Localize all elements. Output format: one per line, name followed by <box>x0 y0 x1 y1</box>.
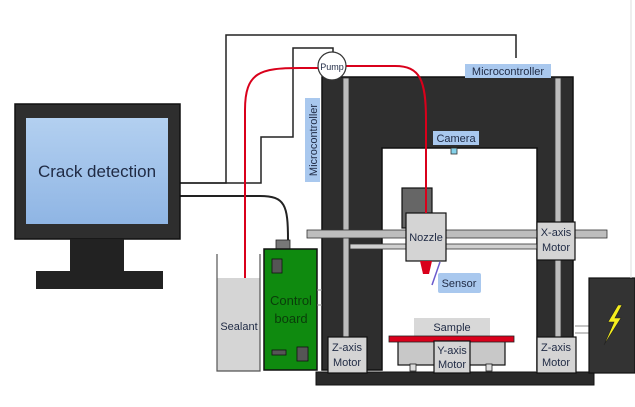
cable-monitor-to-control-board <box>180 195 289 241</box>
y-axis-motor-line2: Motor <box>438 359 466 371</box>
sealant-tube <box>244 65 427 278</box>
pump-label: Pump <box>320 62 344 72</box>
control-board-line2: board <box>274 311 307 326</box>
power-supply <box>575 277 635 374</box>
z-rod-left <box>342 77 350 371</box>
x-axis-motor-line2: Motor <box>542 242 570 254</box>
z-axis-motor-left: Z-axis Motor <box>327 336 368 374</box>
nozzle-label: Nozzle <box>409 232 443 244</box>
z-axis-motor-right-line1: Z-axis <box>541 342 571 354</box>
microcontroller-top: Microcontroller <box>465 64 551 78</box>
camera-icon <box>450 147 458 155</box>
monitor-label: Crack detection <box>38 162 156 181</box>
x-rod-top <box>306 229 608 239</box>
camera-label: Camera <box>436 133 476 145</box>
microcontroller-top-label: Microcontroller <box>472 66 544 78</box>
x-axis-motor-line1: X-axis <box>541 227 572 239</box>
sealant-container: Sealant <box>216 254 261 372</box>
y-axis-motor: Y-axis Motor <box>433 340 471 374</box>
lightning-bolt-icon <box>603 304 623 346</box>
z-axis-motor-left-line2: Motor <box>333 357 361 369</box>
y-stage: Sample <box>388 318 515 372</box>
z-axis-motor-left-line1: Z-axis <box>332 342 362 354</box>
nozzle-assembly: Nozzle <box>401 187 447 286</box>
sensor-line <box>431 261 441 286</box>
control-board: Control board <box>263 239 322 371</box>
y-axis-motor-line1: Y-axis <box>437 345 467 357</box>
microcontroller-vertical-label: Microcontroller <box>308 104 320 176</box>
sample-label: Sample <box>433 322 470 334</box>
microcontroller-vertical: Microcontroller <box>305 98 320 182</box>
z-axis-motor-right-line2: Motor <box>542 357 570 369</box>
sensor-label-box: Sensor <box>438 273 481 293</box>
monitor: Crack detection <box>14 103 181 289</box>
wiring <box>180 34 517 241</box>
x-axis-motor: X-axis Motor <box>536 221 576 261</box>
sealant-label: Sealant <box>220 321 257 333</box>
sensor-label: Sensor <box>442 278 477 290</box>
camera-label-box: Camera <box>433 131 479 145</box>
pump: Pump <box>317 51 347 81</box>
z-axis-motor-right: Z-axis Motor <box>536 336 577 374</box>
wire-monitor-to-vertical-microcontroller <box>180 47 334 184</box>
control-board-line1: Control <box>270 293 312 308</box>
